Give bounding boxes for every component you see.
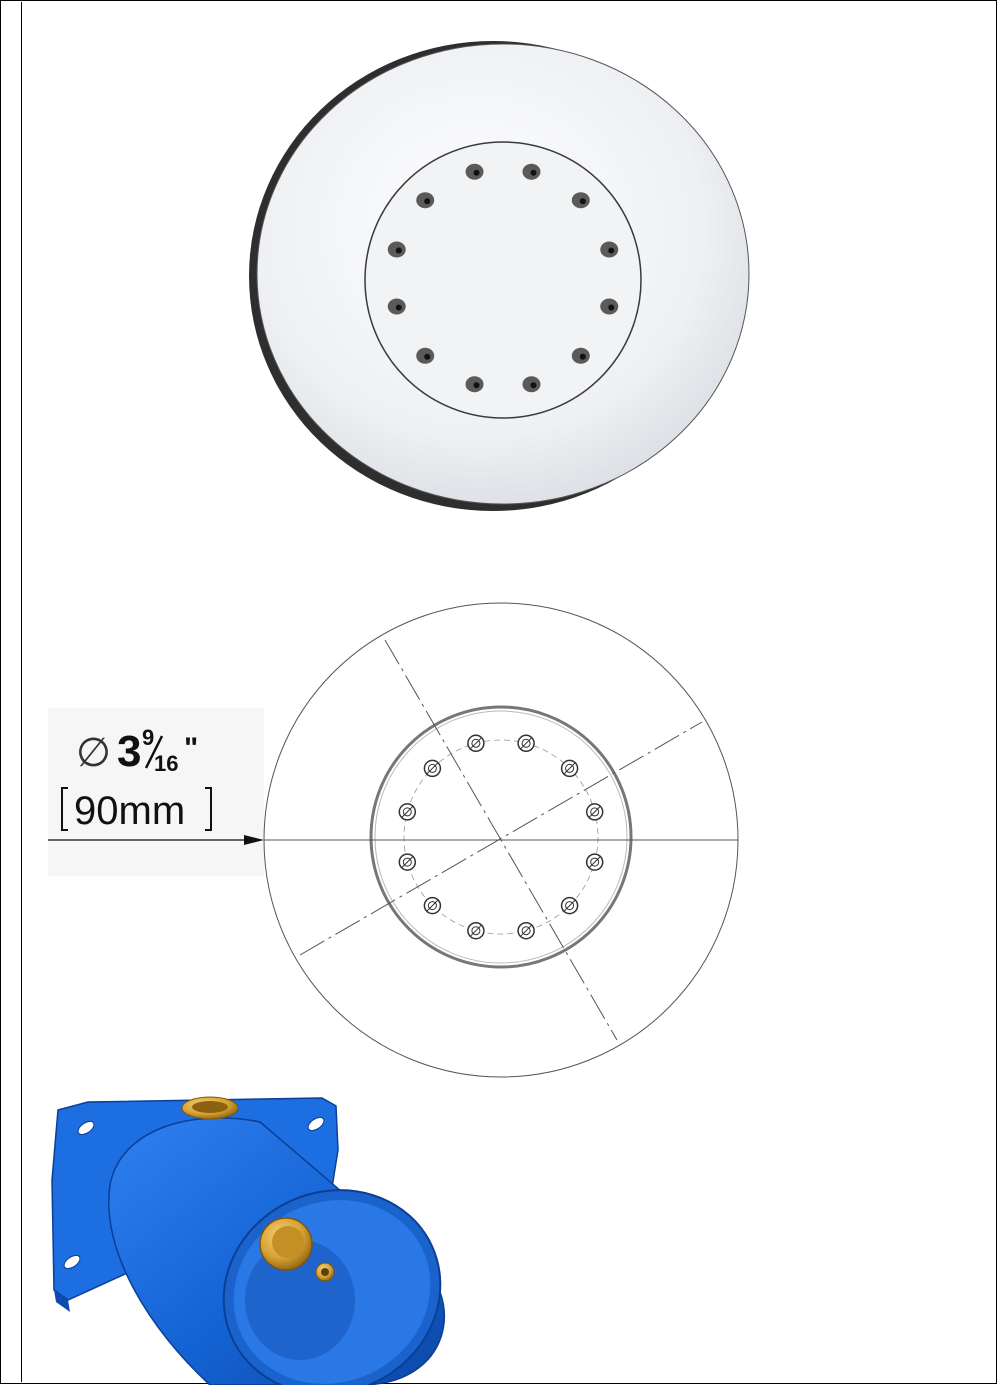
nozzle-ring-plate: [364, 141, 642, 419]
drawing-nozzle-mark: [563, 899, 576, 912]
brass-top-inlet-bore: [192, 1101, 228, 1113]
drawing-nozzle-mark: [469, 736, 483, 750]
render-nozzle-hole: [395, 304, 402, 311]
body-spray-render: [249, 41, 750, 511]
inner-outline-2: [374, 710, 628, 964]
drawing-nozzle-inner: [402, 857, 412, 867]
render-nozzle-hole: [473, 169, 480, 176]
drawing-nozzle-inner: [565, 763, 575, 773]
render-nozzle-hole: [424, 353, 431, 360]
metric-bracket-right: [205, 787, 212, 831]
diameter-symbol: ∅: [76, 730, 111, 776]
drawing-nozzle-inner: [590, 807, 600, 817]
dimension-inch-denominator: 16: [154, 751, 178, 776]
inner-outline: [369, 705, 633, 969]
drawing-nozzles: [398, 734, 604, 940]
render-nozzle-hole: [530, 382, 537, 389]
rough-in-valve-housing: [51, 1096, 446, 1385]
drawing-nozzle-inner: [427, 901, 437, 911]
render-nozzle-hole: [530, 169, 537, 176]
drawing-nozzle-inner: [427, 763, 437, 773]
drawing-nozzle-mark: [469, 924, 483, 938]
plate-slot-top-right: [307, 1116, 325, 1132]
technical-drawing: ∅ 3 9 16 " 90mm: [48, 602, 739, 1078]
plate-slot-top-left: [77, 1120, 95, 1136]
render-nozzle-hole: [473, 382, 480, 389]
drawing-nozzle-inner: [565, 901, 575, 911]
render-nozzles: [387, 163, 619, 393]
drawing-nozzle-inner: [590, 857, 600, 867]
drawing-nozzle-mark: [588, 855, 602, 869]
drawing-nozzle-inner: [402, 807, 412, 817]
render-nozzle-hole: [424, 198, 431, 205]
drawing-nozzle-inner: [471, 738, 481, 748]
drawing-nozzle-inner: [521, 926, 531, 936]
fraction-bar: [144, 735, 164, 769]
brass-main-port-bore: [272, 1226, 304, 1258]
plate-slot-bottom-left: [63, 1254, 81, 1270]
render-nozzle-hole: [579, 198, 586, 205]
render-nozzle-hole: [395, 247, 402, 254]
dimension-label-bg: [48, 708, 264, 876]
centerline-diagonal-2: [299, 721, 703, 956]
drawing-nozzle-mark: [519, 924, 533, 938]
dimension-inch-numerator: 9: [142, 725, 154, 750]
nozzle-pitch-circle: [403, 739, 599, 935]
drawing-nozzle-mark: [426, 762, 439, 775]
brass-small-port-bore: [321, 1268, 329, 1276]
metric-bracket-left: [61, 787, 68, 831]
drawing-nozzle-mark: [563, 762, 576, 775]
render-nozzle-hole: [579, 353, 586, 360]
drawing-nozzle-mark: [519, 736, 533, 750]
dimension-arrowhead: [244, 835, 264, 845]
render-nozzle-hole: [608, 304, 615, 311]
drawing-nozzle-inner: [521, 738, 531, 748]
drawing-nozzle-inner: [471, 926, 481, 936]
drawing-nozzle-mark: [400, 805, 414, 819]
render-nozzle-hole: [608, 247, 615, 254]
dimension-inch-whole: 3: [117, 727, 141, 776]
drawing-nozzle-mark: [426, 899, 439, 912]
dimension-inch-mark: ": [184, 732, 198, 765]
mounting-plate-edge: [54, 1290, 70, 1312]
dimension-metric: 90mm: [74, 789, 185, 833]
drawing-nozzle-mark: [588, 805, 602, 819]
drawing-nozzle-mark: [400, 855, 414, 869]
